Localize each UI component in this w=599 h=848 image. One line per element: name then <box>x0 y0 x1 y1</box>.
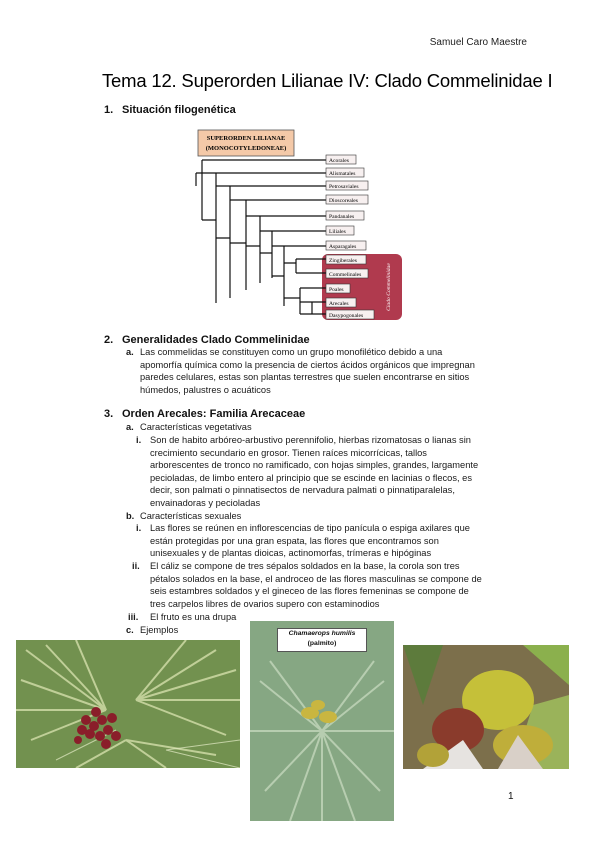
text-line: El cáliz se compone de tres sépalos sold… <box>150 561 460 571</box>
page-number: 1 <box>508 791 514 802</box>
item-marker: ii. <box>132 561 140 571</box>
text-line: pecioladas, de limbo entero al principio… <box>150 472 472 483</box>
caption-species: Chamaerops humilis <box>288 630 356 637</box>
text-line: decir, son palmati o pinnatisectos de ne… <box>150 485 455 496</box>
item-marker: c. <box>126 625 134 635</box>
text-line: arborescentes de tronco no ramificado, c… <box>150 460 479 471</box>
section-3-item-b-ii: ii. El cáliz se compone de tres sépalos … <box>132 560 520 610</box>
photo-chamaerops-humilis: Chamaerops humilis (palmito) <box>250 621 394 821</box>
item-marker: b. <box>126 511 135 521</box>
text-line: tres carpelos libres de ovarios supero c… <box>150 598 380 609</box>
leaf-acorales: Acorales <box>329 158 349 164</box>
text-line: crecimiento secundario en grosor. Tienen… <box>150 447 427 458</box>
leaf-commelinales: Commelinales <box>329 272 361 278</box>
section-2-heading: 2. Generalidades Clado Commelinidae <box>104 334 310 346</box>
tree-diagram: SUPERORDEN LILIANAE (MONOCOTYLEDONEAE) C… <box>195 129 402 320</box>
section-3-item-a: a. Características vegetativas <box>126 421 252 434</box>
root-label-box <box>197 129 295 157</box>
section-3-item-a-i: i. Son de habito arbóreo-arbustivo peren… <box>136 434 520 510</box>
leaf-zingiberales: Zingiberales <box>329 258 357 264</box>
item-marker: a. <box>126 422 134 432</box>
phylogenetic-tree: SUPERORDEN LILIANAE (MONOCOTYLEDONEAE) C… <box>176 128 406 323</box>
text-line: Las flores se reúnen en inflorescencias … <box>150 523 470 533</box>
item-c-label: Ejemplos <box>140 625 179 635</box>
section-3-item-b: b. Características sexuales <box>126 510 242 523</box>
text-line: seis estambres soldados y el gineceo de … <box>150 586 469 597</box>
text-line: apomorfía química como la presencia de c… <box>140 359 475 370</box>
leaf-dasypogonales: Dasypogonales <box>329 313 363 319</box>
leaf-liliales: Liliales <box>329 229 346 235</box>
text-line: El fruto es una drupa <box>150 612 237 622</box>
text-line: húmedos, palustres o acuáticos <box>140 384 271 395</box>
leaf-dioscoreales: Dioscoreales <box>329 198 358 204</box>
section-3-number: 3. <box>104 408 114 420</box>
item-marker: iii. <box>128 612 139 622</box>
author-name: Samuel Caro Maestre <box>429 37 527 48</box>
section-3-heading: 3. Orden Arecales: Familia Arecaceae <box>104 408 305 420</box>
section-3-title: Orden Arecales: Familia Arecaceae <box>122 408 306 420</box>
text-line: están protegidas por una gran espata, la… <box>150 535 439 546</box>
item-marker: i. <box>136 523 142 533</box>
root-label-line-1: SUPERORDEN LILIANAE <box>207 135 286 142</box>
inflorescence-illustration <box>403 645 569 769</box>
page-title: Tema 12. Superorden Lilianae IV: Clado C… <box>102 70 553 91</box>
section-3-item-b-i: i. Las flores se reúnen en inflorescenci… <box>136 522 520 560</box>
text-line: Son de habito arbóreo-arbustivo perennif… <box>150 435 471 445</box>
item-marker: a. <box>126 347 134 357</box>
leaf-arecales: Arecales <box>329 301 349 307</box>
section-3-item-c: c. Ejemplos <box>126 624 179 637</box>
tree-branches <box>195 159 326 315</box>
palm-fruits-illustration <box>16 640 240 768</box>
item-b-label: Características sexuales <box>140 511 242 521</box>
leaf-petrosaviales: Petrosaviales <box>329 184 359 190</box>
leaf-alismatales: Alismatales <box>329 171 355 177</box>
leaf-pandanales: Pandanales <box>329 214 354 220</box>
text-line: envainadoras y pecioladas <box>150 497 261 508</box>
text-line: paredes celulares, estas son plantas ter… <box>140 372 470 383</box>
root-label-line-2: (MONOCOTYLEDONEAE) <box>206 145 287 152</box>
text-line: Las commelidas se constituyen como un gr… <box>140 347 443 357</box>
section-3-item-b-iii: iii. El fruto es una drupa <box>128 611 520 624</box>
photo-caption-box: Chamaerops humilis (palmito) <box>277 628 367 652</box>
leaf-asparagales: Asparagales <box>329 244 356 250</box>
section-1-title: Situación filogenética <box>122 104 236 116</box>
photo-palm-inflorescence <box>403 645 569 769</box>
section-2-paragraph-a: a. Las commelidas se constituyen como un… <box>126 346 520 396</box>
caption-common-name: (palmito) <box>307 640 337 647</box>
text-line: unisexuales y de plantas dioicas, actino… <box>150 548 432 559</box>
clade-label: Clado Commelinidae <box>386 263 392 311</box>
section-1-heading: 1. Situación filogenética <box>104 104 236 116</box>
item-a-label: Características vegetativas <box>140 422 252 432</box>
chamaerops-illustration <box>250 621 394 821</box>
section-1-number: 1. <box>104 104 114 116</box>
section-2-number: 2. <box>104 334 114 346</box>
text-line: pétalos solados en la base, el androceo … <box>150 573 482 584</box>
section-2-title: Generalidades Clado Commelinidae <box>122 334 310 346</box>
leaf-labels: Acorales Alismatales Petrosaviales Diosc… <box>325 154 375 320</box>
item-marker: i. <box>136 435 142 445</box>
photo-palm-fruits <box>16 640 240 768</box>
leaf-poales: Poales <box>329 287 344 293</box>
